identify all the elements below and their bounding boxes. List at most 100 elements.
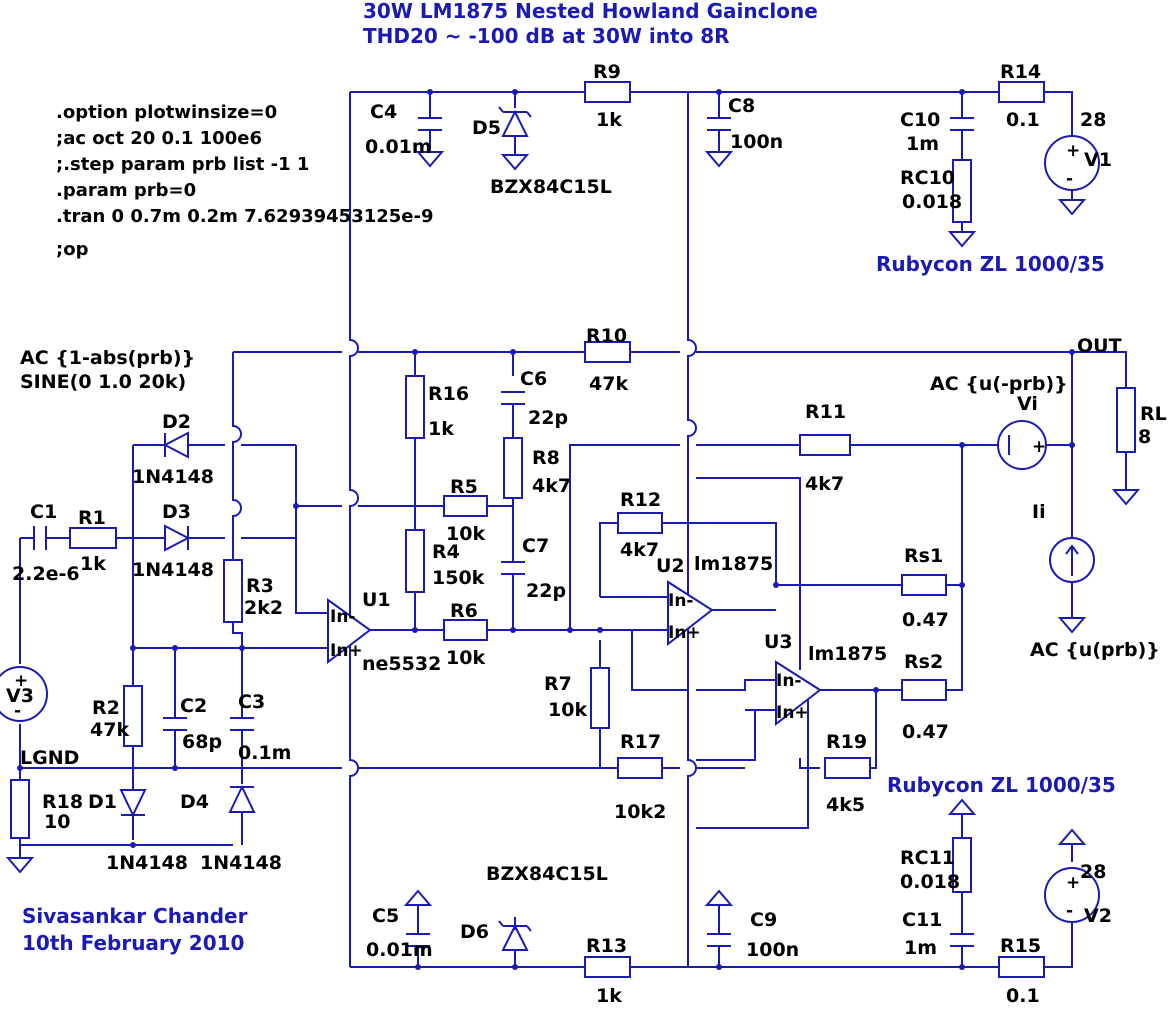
value-r10: 47k (589, 373, 628, 395)
ref-r13: R13 (586, 935, 627, 957)
part-labels: R9 1k R14 0.1 C4 0.01m D5 BZX84C15L C8 1… (6, 61, 1167, 1007)
resistor-r16 (405, 375, 425, 439)
zener-d5 (498, 106, 532, 137)
value-r18: 10 (44, 811, 70, 833)
resistor-rc10 (952, 159, 972, 223)
resistor-r15 (998, 956, 1045, 978)
value-r3: 2k2 (244, 597, 283, 619)
vi-ac-note: AC {u(-prb)} (930, 373, 1068, 395)
value-r9: 1k (596, 109, 622, 131)
resistor-r1 (69, 527, 117, 549)
capacitor-c8 (707, 117, 731, 131)
value-c2: 68p (182, 731, 222, 753)
ref-r12: R12 (620, 489, 661, 511)
ref-r11: R11 (805, 401, 846, 423)
value-r16: 1k (428, 418, 454, 440)
resistor-r17 (617, 757, 663, 779)
ref-u1: U1 (362, 589, 391, 611)
value-c1: 2.2e-6 (12, 563, 80, 585)
ref-r5: R5 (450, 476, 478, 498)
diodes (119, 106, 532, 951)
value-rc10: 0.018 (902, 191, 962, 213)
directive: ;ac oct 20 0.1 100e6 (56, 128, 262, 149)
value-d4: 1N4148 (200, 852, 282, 874)
value-d2: 1N4148 (132, 466, 214, 488)
value-c6: 22p (528, 407, 568, 429)
value-c9: 100n (746, 939, 799, 961)
opamp-u1 (327, 598, 372, 665)
value-u2: lm1875 (694, 553, 773, 575)
ref-c7: C7 (522, 535, 549, 557)
ref-rc10: RC10 (900, 167, 955, 189)
directive: ;.step param prb list -1 1 (56, 154, 309, 175)
opamp-u2 (667, 580, 714, 647)
ref-d2: D2 (162, 411, 191, 433)
cap-note-bottom: Rubycon ZL 1000/35 (887, 773, 1116, 797)
spice-directives: .option plotwinsize=0 ;ac oct 20 0.1 100… (56, 102, 434, 260)
diode-d1 (119, 789, 147, 818)
value-r1: 1k (80, 553, 106, 575)
value-rc11: 0.018 (900, 871, 960, 893)
junctions (17, 89, 1075, 970)
voltage-source-v1 (1044, 135, 1100, 191)
value-u3: lm1875 (808, 643, 887, 665)
directive: ;op (56, 239, 89, 260)
pin-labels: In- In+ In- In+ In- In+ + - + - + - + (14, 141, 1080, 921)
title-line1: 30W LM1875 Nested Howland Gainclone (363, 0, 818, 23)
directive: .option plotwinsize=0 (56, 102, 277, 123)
resistor-r19 (824, 757, 871, 779)
capacitor-c2 (163, 717, 187, 731)
ref-r1: R1 (78, 507, 106, 529)
value-r4: 150k (432, 567, 485, 589)
value-c7: 22p (526, 580, 566, 602)
pin-minus: - (1066, 901, 1073, 921)
cap-note-top: Rubycon ZL 1000/35 (876, 252, 1105, 276)
ref-c9: C9 (750, 909, 777, 931)
ref-r10: R10 (586, 325, 627, 347)
author-date: 10th February 2010 (22, 931, 244, 955)
resistor-r7 (590, 667, 610, 729)
voltage-source-v3 (0, 666, 48, 722)
value-d5: BZX84C15L (490, 176, 612, 198)
directive: .tran 0 0.7m 0.2m 7.62939453125e-9 (56, 206, 434, 227)
diode-d2 (162, 431, 189, 459)
ref-d6: D6 (460, 921, 489, 943)
ref-c6: C6 (520, 368, 547, 390)
pin-plus: + (1032, 437, 1046, 457)
pin-in-minus: In- (668, 591, 693, 611)
ref-rs1: Rs1 (904, 545, 943, 567)
pin-in-plus: In+ (776, 703, 809, 723)
resistor-r10 (584, 341, 631, 363)
voltage-source-v2 (1044, 867, 1100, 923)
ref-r2: R2 (92, 697, 120, 719)
ref-v3: V3 (6, 685, 34, 707)
pin-in-plus: In+ (668, 623, 701, 643)
resistor-r11 (799, 434, 851, 456)
ref-v2: V2 (1084, 905, 1112, 927)
ref-ii: Ii (1032, 501, 1046, 523)
pin-in-minus: In- (776, 671, 801, 691)
resistor-r13 (584, 956, 631, 978)
capacitor-c10 (950, 117, 974, 131)
ref-r3: R3 (246, 575, 274, 597)
capacitor-c4 (418, 117, 442, 131)
ref-r18: R18 (42, 791, 83, 813)
resistor-r12 (617, 512, 663, 534)
ref-c1: C1 (30, 501, 57, 523)
value-d3: 1N4148 (132, 559, 214, 581)
resistor-r4 (405, 529, 425, 593)
title-line2: THD20 ~ -100 dB at 30W into 8R (363, 24, 730, 48)
opamp-u3 (775, 660, 822, 727)
pin-in-minus: In- (330, 607, 355, 627)
resistor-r6 (443, 619, 488, 641)
resistor-r8 (503, 437, 523, 499)
ref-r17: R17 (620, 731, 661, 753)
ref-c10: C10 (900, 109, 940, 131)
source-sine-note: SINE(0 1.0 20k) (20, 371, 186, 393)
ground-symbols (5, 151, 1141, 906)
directive: .param prb=0 (56, 180, 196, 201)
value-c10: 1m (906, 133, 939, 155)
pin-plus: + (1066, 873, 1080, 893)
ref-r4: R4 (432, 541, 460, 563)
ref-r14: R14 (1000, 61, 1041, 83)
